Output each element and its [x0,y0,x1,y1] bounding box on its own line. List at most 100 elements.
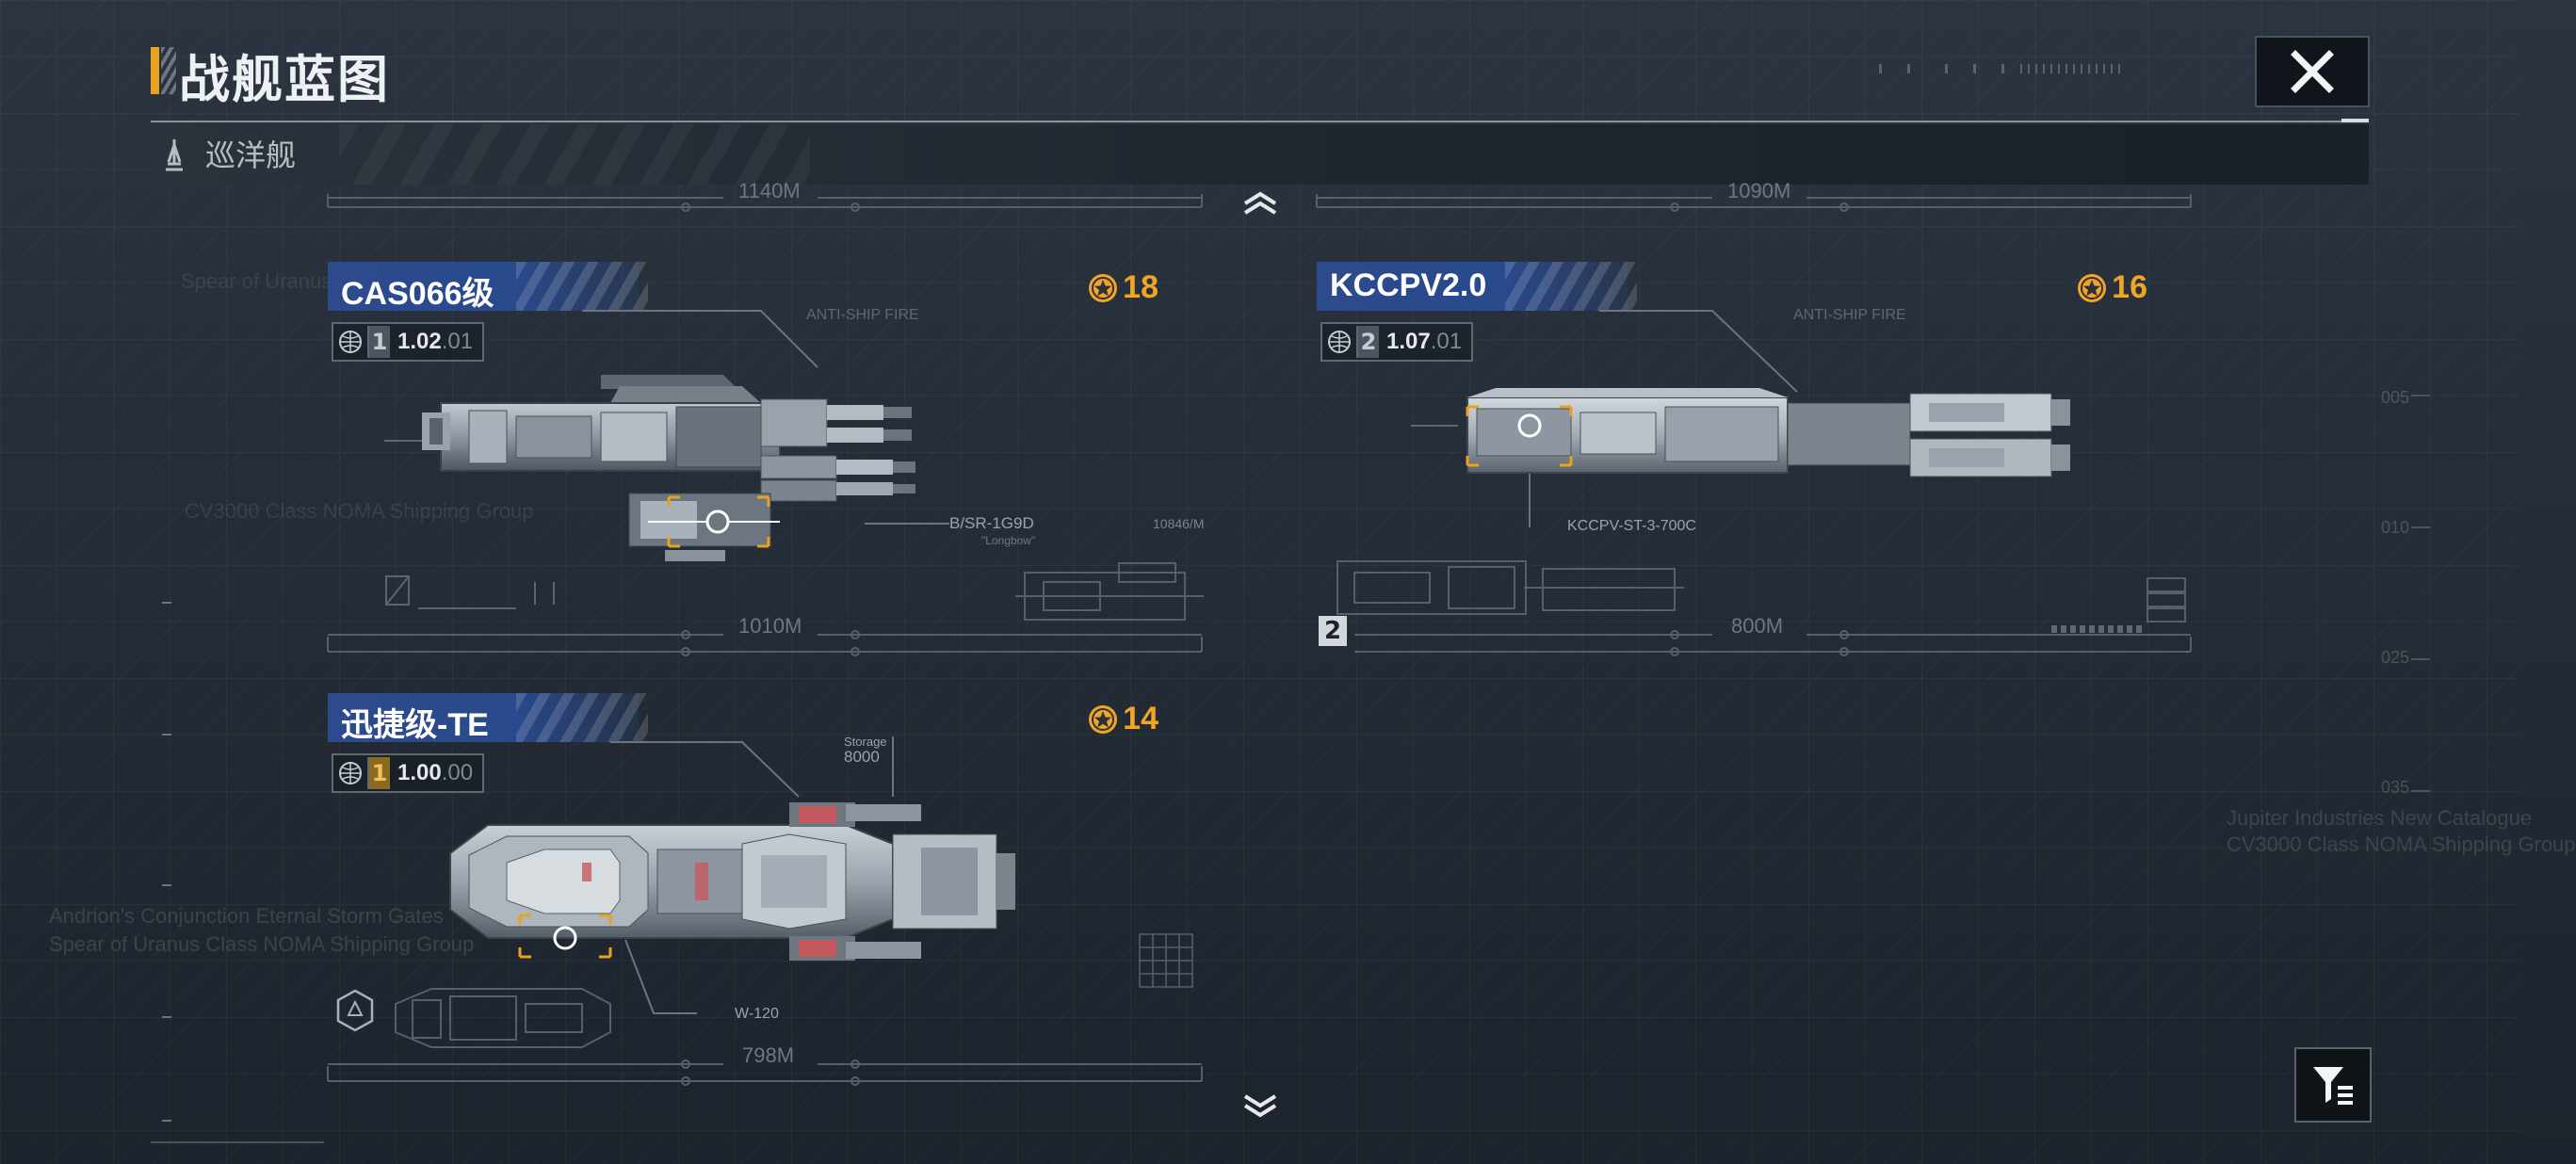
bottom-length-ruler [327,630,1203,656]
card-title-banner [1317,262,1628,311]
bottom-length-label: 800M [1731,614,1784,638]
filter-icon [2313,1067,2353,1105]
grid-diagram [1139,933,1193,988]
bottom-length-ruler [1354,630,2192,656]
version-main: 1.00 [397,760,442,785]
module-label: W-120 [735,1006,779,1022]
rank-value: 16 [2112,269,2147,305]
version-sub: .00 [441,760,474,785]
bottom-length-ruler [327,1059,1203,1086]
globe-icon [1322,326,1358,358]
deck-number: 2 [1319,616,1347,646]
card-title-stripes [1505,262,1637,311]
bg-num-035: 035 [2381,778,2410,797]
version-main: 1.07 [1386,329,1431,354]
bg-text-cv3000-right: CV3000 Class NOMA Shipping Group [2227,833,2576,856]
ship-card-cas066[interactable]: 1140M CAS066级 1 1.02.01 18 ANTI-SHIP FIR… [327,179,1205,657]
side-diagram [2147,577,2186,622]
top-length-label: 1090M [1727,179,1791,202]
ship-version: 1.00.00 [390,760,482,786]
version-main: 1.02 [397,329,442,354]
page-title: 战舰蓝图 [179,50,390,109]
ship-tier: 2 [1358,326,1379,358]
side-tick-marks [162,602,171,1122]
top-length-ruler [327,194,1203,212]
hexagon-badge-icon [336,989,374,1032]
version-box: 2 1.07.01 [1320,322,1474,362]
ship-tier: 1 [369,757,390,789]
bg-text-cv3000: CV3000 Class NOMA Shipping Group [185,499,534,523]
bg-text-andrion: Andrion's Conjunction Eternal Storm Gate… [49,904,444,928]
bg-text-jupiter: Jupiter Industries New Catalogue [2227,806,2533,830]
version-sub: .01 [1430,329,1463,354]
ship-version: 1.07.01 [1379,329,1471,355]
callout-lines [610,736,894,1014]
rank-badge-icon [1089,704,1118,734]
category-label: 巡洋舰 [205,137,297,173]
legend-diagram [385,575,555,609]
annotation-storage-value: 8000 [844,748,880,766]
ship-card-kccpv2[interactable]: 1090M KCCPV2.0 2 1.07.01 16 ANTI-SHIP FI… [1316,179,2192,657]
schematic-diagram [395,988,611,1048]
version-sub: .01 [441,329,474,354]
rank-badge-icon [2078,273,2107,302]
ship-card-xunjie-te[interactable]: 迅捷级-TE 1 1.00.00 14 Storage 8000 [327,693,1203,1089]
card-title-banner [328,693,639,742]
bottom-length-label: 1010M [738,614,802,638]
callout-lines [582,310,949,525]
bg-num-005: 005 [2381,388,2410,407]
header-tick-marks [1879,64,2120,73]
right-tick-marks [2411,395,2430,792]
module-label: B/SR-1G9D [949,514,1034,532]
ship-name: CAS066级 [341,276,494,312]
version-box: 1 1.00.00 [332,753,485,793]
annotation-fire: ANTI-SHIP FIRE [1793,307,1906,323]
version-box: 1 1.02.01 [332,322,485,362]
rank-badge: 18 [1087,269,1158,306]
annotation-right: 10846/M [1153,516,1205,531]
bottom-divider [151,1141,324,1143]
ship-tier: 1 [369,326,390,358]
bg-text-spear: Spear of Uranus [181,269,332,293]
ship-name: 迅捷级-TE [341,707,489,743]
card-title-stripes [516,693,648,742]
module-label: KCCPV-ST-3-700C [1567,518,1696,534]
filter-button[interactable] [2294,1047,2372,1123]
card-title-banner [328,262,639,311]
ship-name: KCCPV2.0 [1330,267,1487,303]
bg-num-025: 025 [2381,648,2410,667]
ship-blueprint-image [1411,388,2070,477]
cruiser-icon [166,139,183,171]
close-icon [2291,50,2334,93]
bottom-length-label: 798M [742,1043,795,1067]
schematic-diagram [1337,560,1684,615]
ship-blueprint-image [449,802,1015,961]
top-length-ruler [1316,194,2192,212]
bg-num-010: 010 [2381,518,2410,537]
title-accent-stripes [161,47,176,94]
header-divider [151,121,2369,122]
bg-text-spear-class: Spear of Uranus Class NOMA Shipping Grou… [49,932,475,956]
rank-value: 18 [1123,269,1158,305]
rank-badge: 14 [1087,701,1158,737]
globe-icon [333,326,369,358]
rank-value: 14 [1123,701,1158,736]
globe-icon [333,757,369,789]
close-button[interactable] [2255,36,2370,107]
header-divider-accent [2341,119,2369,122]
annotation-fire: ANTI-SHIP FIRE [806,307,919,323]
chevron-down-icon[interactable] [1241,1092,1279,1119]
rank-badge-icon [1089,273,1118,302]
schematic-diagram [1015,562,1204,621]
ship-version: 1.02.01 [390,329,482,355]
category-tab-bar[interactable] [151,124,2369,185]
rank-badge: 16 [2076,269,2147,306]
annotation-storage: Storage [844,735,887,749]
top-length-label: 1140M [738,179,801,202]
card-title-stripes [516,262,648,311]
chevron-up-icon[interactable] [1241,190,1279,217]
title-accent-bar [151,47,159,94]
ship-blueprint-image [384,375,915,561]
module-sub: "Longbow" [981,534,1036,547]
dot-row [2051,625,2142,633]
